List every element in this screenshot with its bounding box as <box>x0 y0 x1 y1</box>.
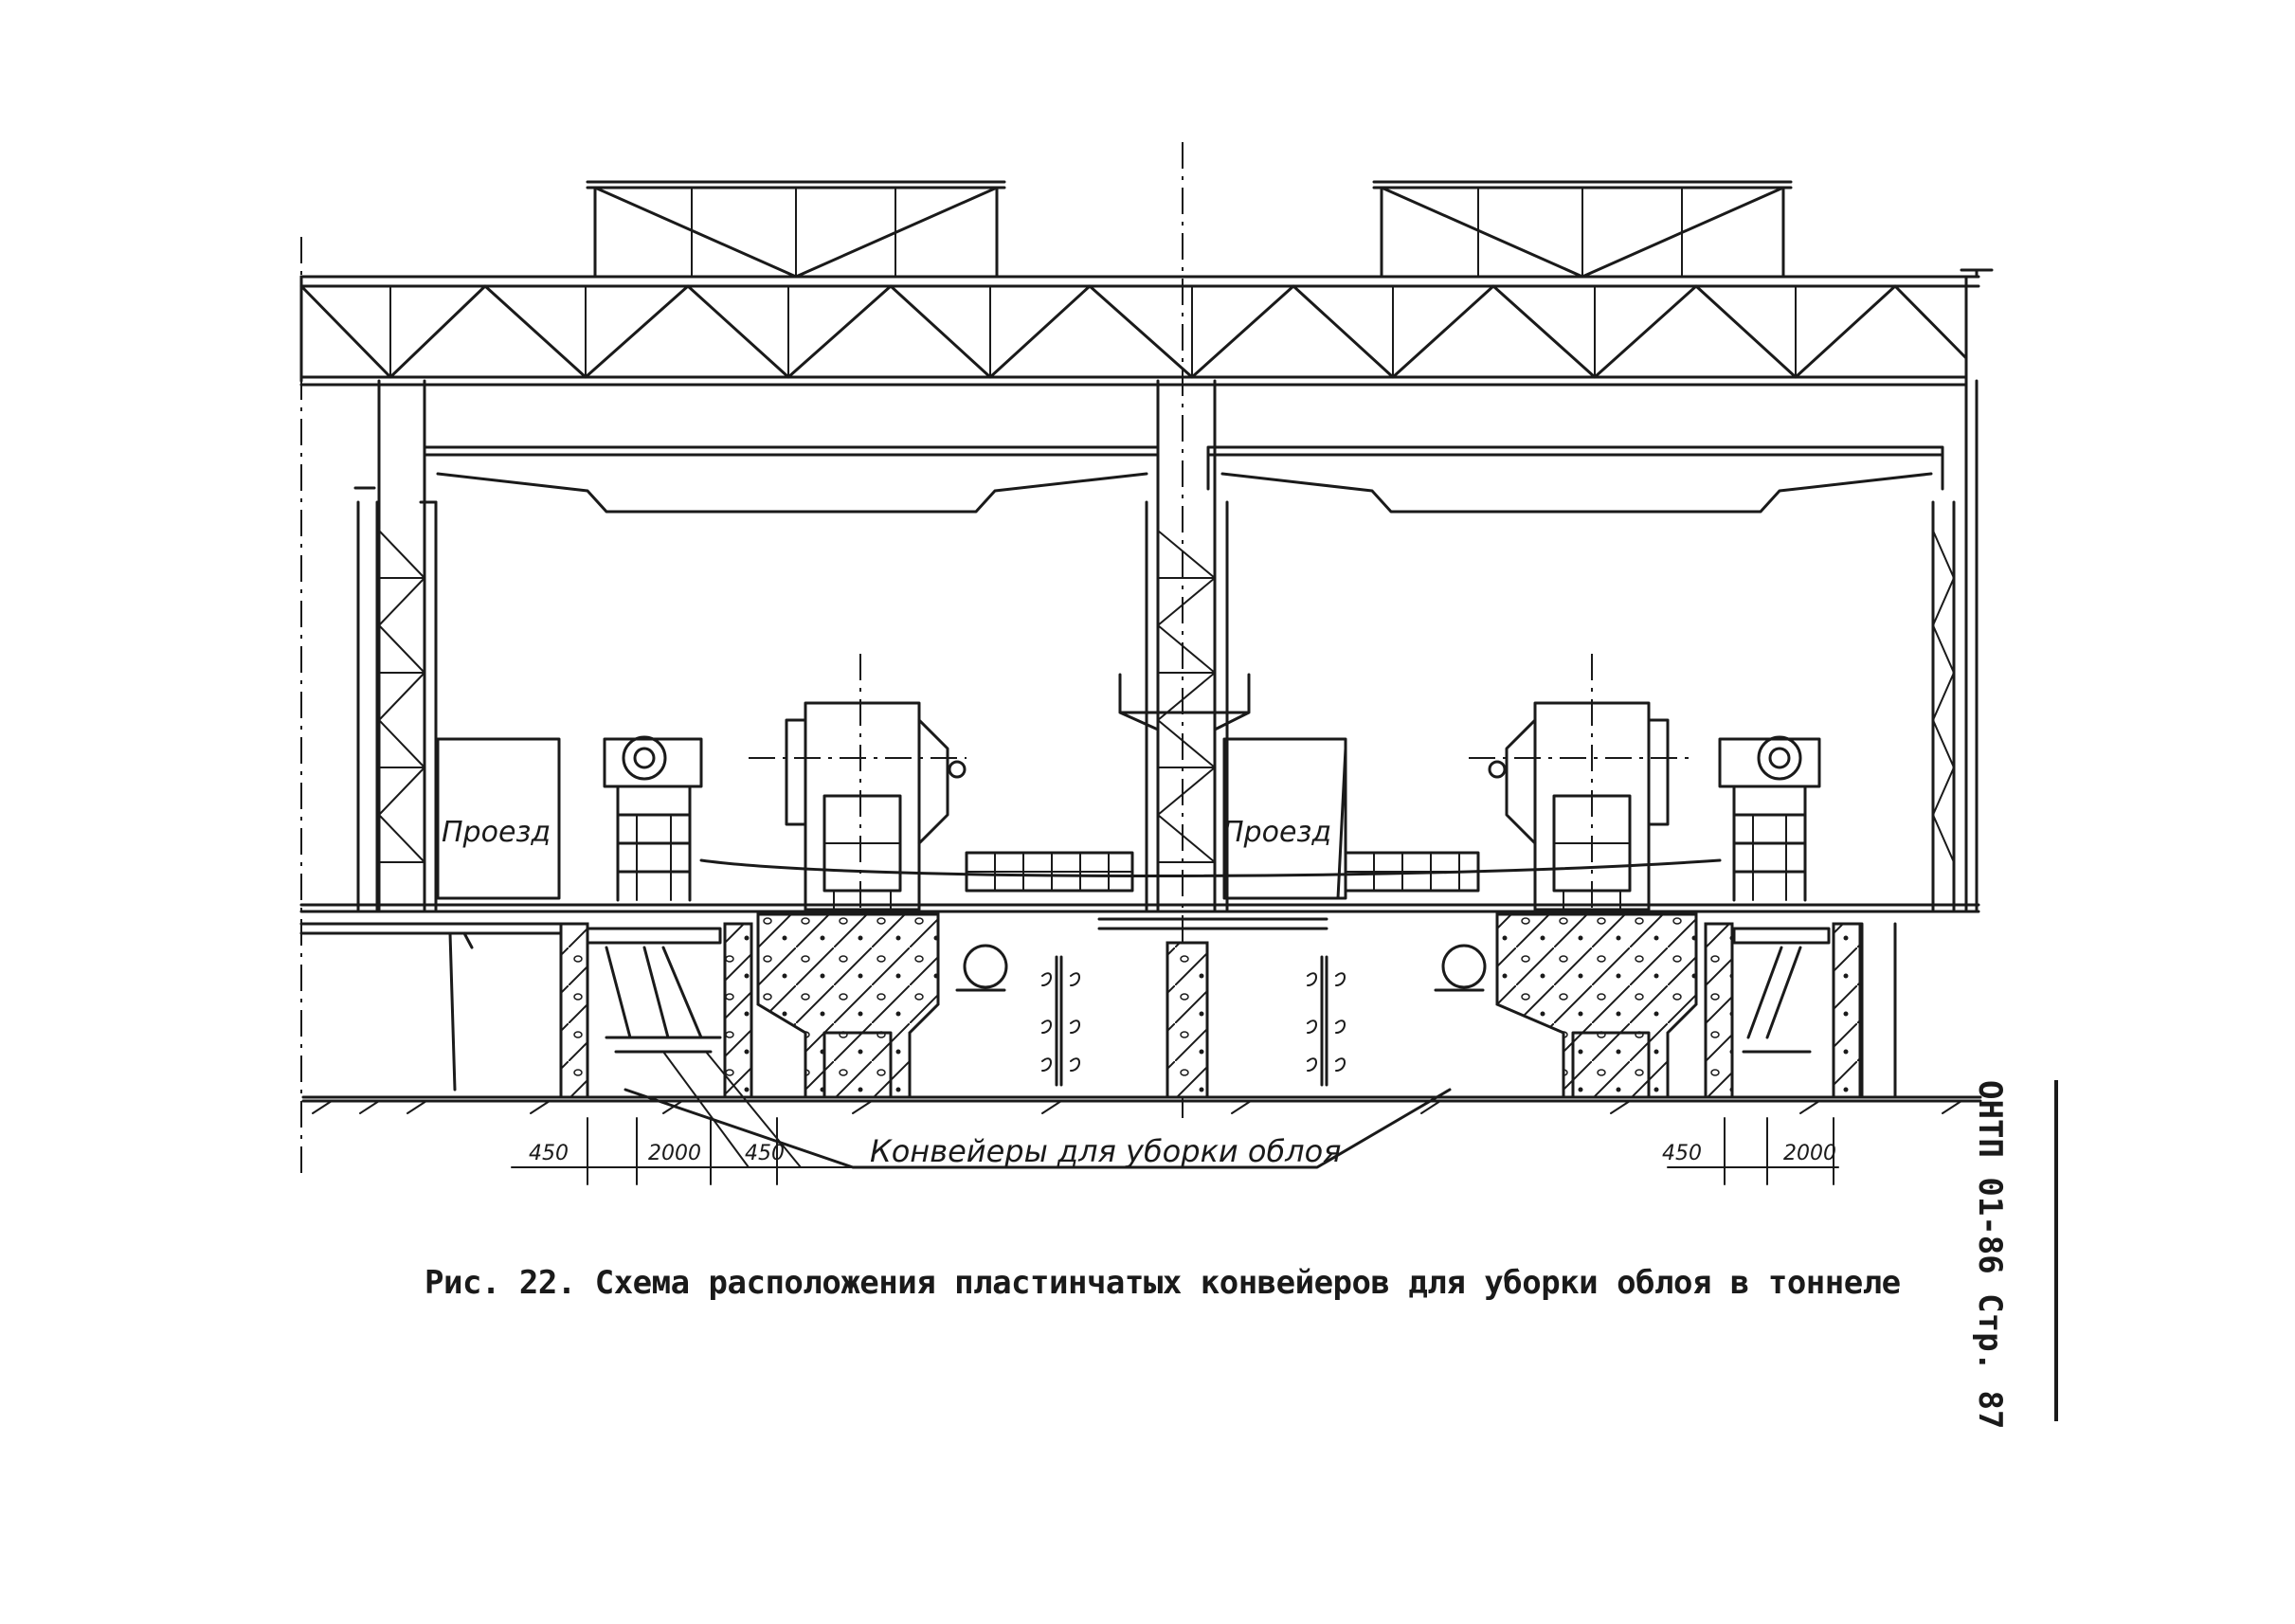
side-rule <box>2054 1080 2058 1421</box>
columns <box>353 379 1979 911</box>
conveyors-label: Конвейеры для уборки облоя <box>870 1133 1341 1169</box>
dim-right-width: 2000 <box>1783 1142 1836 1165</box>
dim-right-gap: 450 <box>1662 1142 1702 1165</box>
passage-label-left: Проезд <box>442 816 551 849</box>
dim-left-width: 2000 <box>648 1142 701 1165</box>
passage-label-right: Проезд <box>1222 816 1331 849</box>
crane-girders <box>423 445 1944 514</box>
dim-left-gap-2: 450 <box>745 1142 785 1165</box>
left-machine-group <box>603 654 1134 966</box>
roof-truss <box>299 142 1994 1175</box>
side-page-stamp: ОНТП 01-86 Стр. 87 <box>1971 1080 2009 1430</box>
right-machine-group <box>699 654 1821 966</box>
dimension-lines <box>511 1051 1839 1185</box>
figure-caption: Рис. 22. Схема расположения пластинчатых… <box>425 1264 1901 1302</box>
floor-and-tunnel <box>299 903 1982 1114</box>
dim-left-gap-1: 450 <box>529 1142 569 1165</box>
